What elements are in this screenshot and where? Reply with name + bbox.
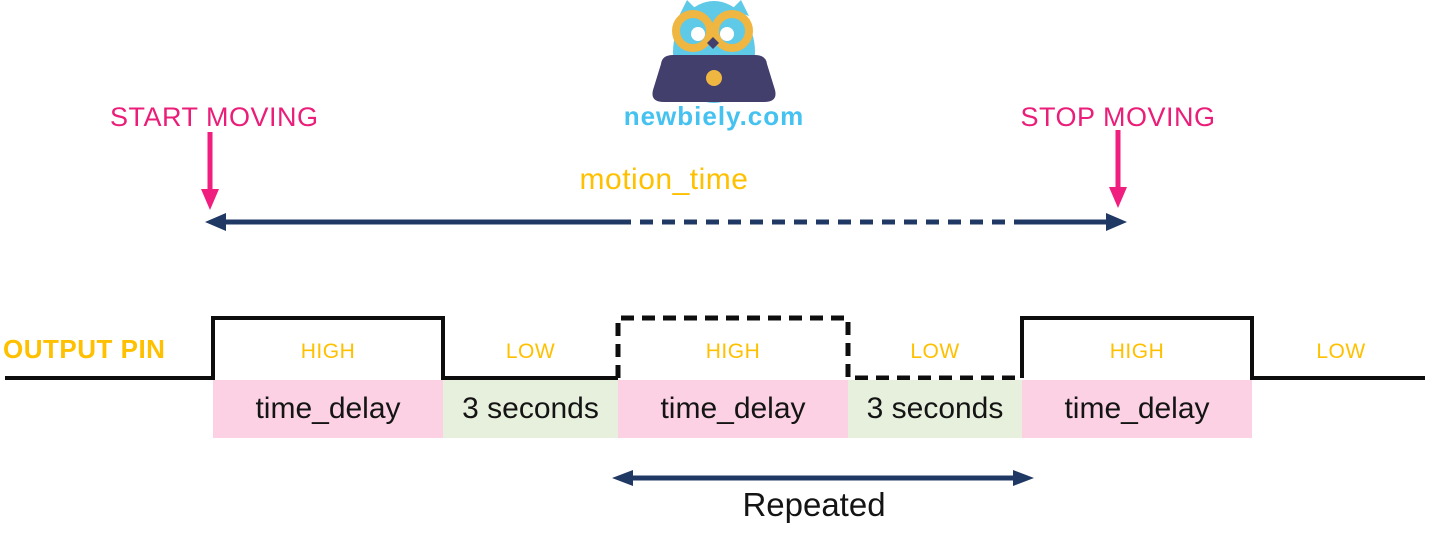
state-label-low-3: LOW [1316, 340, 1366, 363]
waveform-trace [5, 315, 1425, 381]
start-arrow-icon [201, 132, 219, 210]
stop-arrow-icon [1109, 130, 1127, 208]
state-label-high-3: HIGH [1109, 340, 1165, 363]
start-moving-label: START MOVING [110, 102, 319, 132]
repeated-label: Repeated [742, 486, 886, 523]
repeated-arrow [612, 470, 1034, 486]
state-label-low-2: LOW [910, 340, 960, 363]
stop-moving-label: STOP MOVING [1020, 102, 1216, 132]
duration-box-3-seconds-1: 3 seconds [443, 380, 618, 438]
duration-box-time-delay-3: time_delay [1022, 380, 1252, 438]
state-label-high-2: HIGH [705, 340, 761, 363]
state-label-high-1: HIGH [300, 340, 356, 363]
output-pin-label: OUTPUT PIN [3, 334, 166, 364]
duration-box-3-seconds-2: 3 seconds [848, 380, 1022, 438]
duration-box-time-delay-2: time_delay [618, 380, 848, 438]
duration-box-time-delay-1: time_delay [213, 380, 443, 438]
state-label-low-1: LOW [505, 340, 556, 363]
logo-site-label: newbiely.com [623, 101, 805, 131]
motion-time-label: motion_time [579, 163, 749, 196]
owl-logo-icon [652, 0, 776, 103]
motion-time-arrow [205, 213, 1127, 231]
